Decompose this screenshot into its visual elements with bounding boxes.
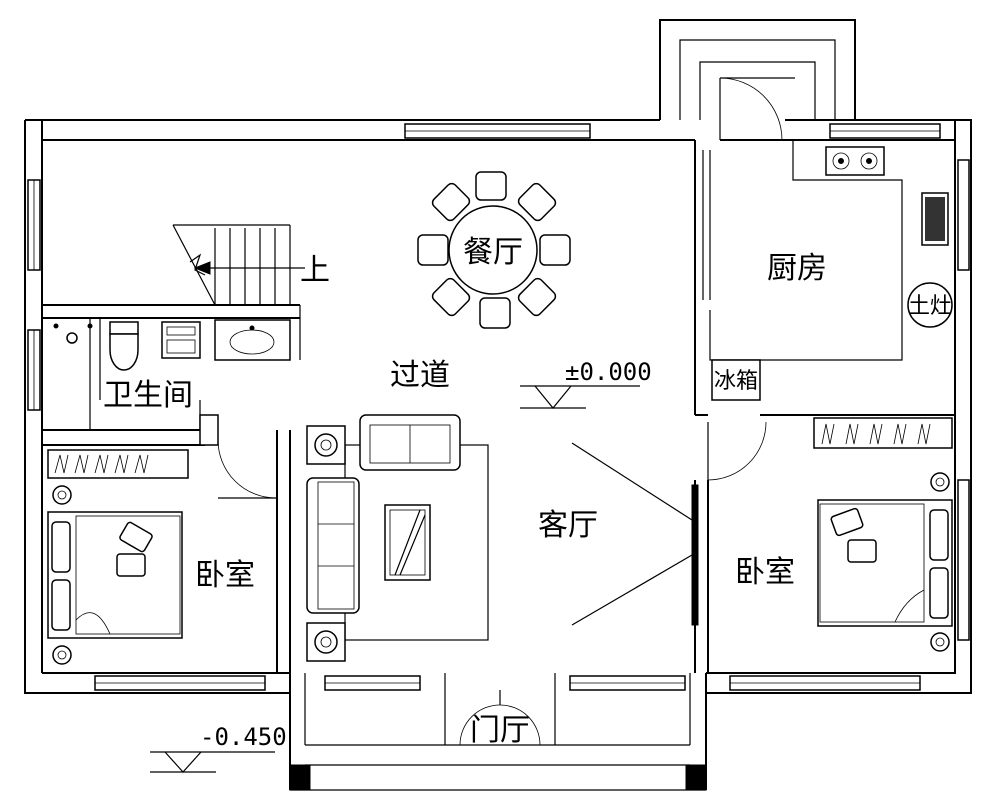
bedroom-right-label: 卧室 [735,555,795,590]
bedroom-left-label: 卧室 [195,558,255,593]
bedroom-right: 卧室 [735,417,953,652]
earth-stove-label: 土灶 [908,294,952,319]
dining-table: 餐厅 [417,171,571,329]
stairs: 上 [172,224,330,306]
floor-level-marker: ±0.000 [520,358,652,409]
bathroom-fixtures: 卫生间 [53,319,291,413]
fridge-label: 冰箱 [714,369,758,394]
bedroom-left: 卧室 [47,449,255,665]
dining-label: 餐厅 [463,235,523,270]
floor-level-value: ±0.000 [565,358,652,386]
kitchen: 土灶 冰箱 厨房 [709,139,955,401]
living-room: 客厅 [306,414,693,662]
exterior-walls [24,119,972,694]
living-room-label: 客厅 [538,508,598,543]
foyer: 门厅 [470,713,530,748]
outdoor-level-value: -0.450 [200,723,287,751]
outdoor-level-marker: -0.450 [150,723,287,773]
entrance-steps [289,673,707,791]
corridor: 过道 [390,358,450,393]
kitchen-label: 厨房 [767,251,827,286]
bathroom-label: 卫生间 [103,378,193,413]
corridor-label: 过道 [390,358,450,393]
interior-walls [42,139,955,673]
back-porch [659,19,856,141]
foyer-label: 门厅 [470,713,530,748]
stairs-up-label: 上 [300,253,330,288]
